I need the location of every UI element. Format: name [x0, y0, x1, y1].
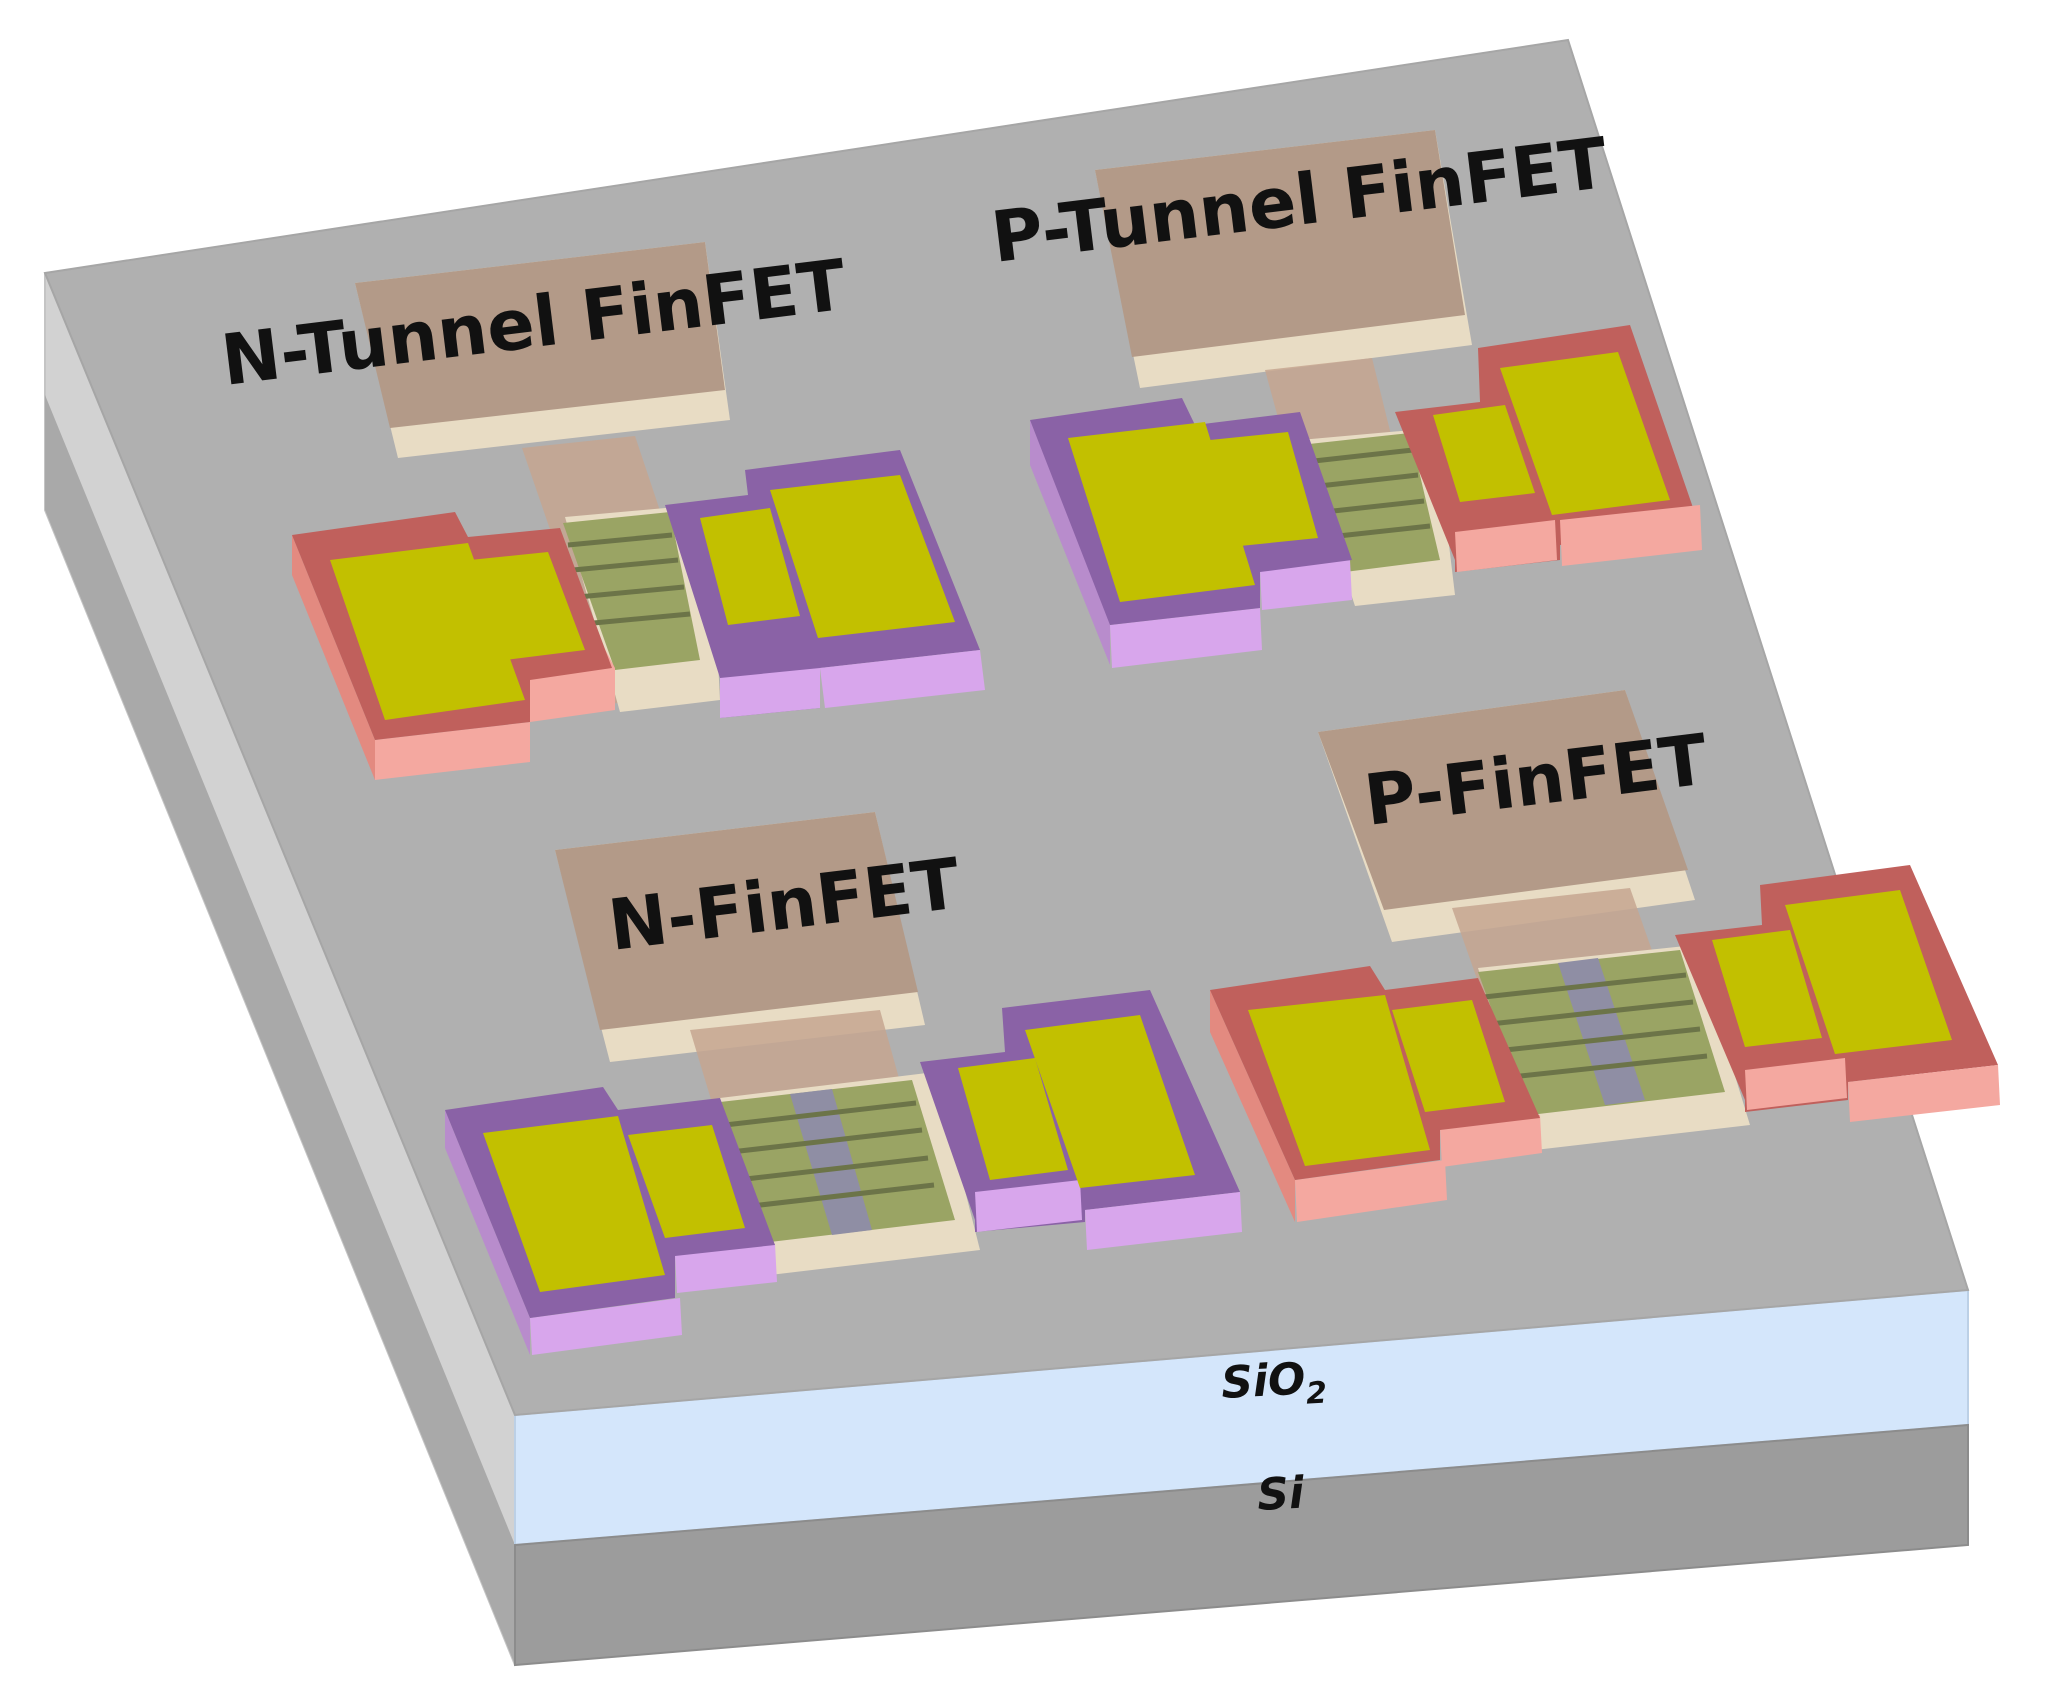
n-finfet-source-n-doped	[445, 1087, 777, 1355]
p-finfet-channel-pocket	[1558, 958, 1645, 1105]
n-finfet: N-FinFET	[445, 812, 1242, 1355]
wafer-left-face-lower	[45, 395, 515, 1665]
p-finfet-drain-p-doped	[1675, 865, 2000, 1122]
n-finfet-drain-n-doped	[920, 990, 1242, 1250]
p-finfet-fins	[1478, 950, 1725, 1115]
n-finfet-fins	[720, 1080, 955, 1242]
substrate-layer-label: Si	[1256, 1468, 1306, 1521]
p-tunnel-drain-p-doped	[1395, 325, 1702, 572]
n-tunnel-fins	[563, 512, 700, 670]
p-tunnel-source-n-doped	[1030, 398, 1352, 668]
oxide-layer-label: SiO2	[1220, 1353, 1328, 1416]
n-finfet-channel-pocket	[790, 1089, 872, 1235]
p-finfet: P-FinFET	[1210, 690, 2000, 1222]
p-finfet-source-p-doped	[1210, 966, 1542, 1222]
substrate-layer	[514, 1423, 1969, 1667]
n-tunnel-drain-n-doped	[665, 450, 985, 718]
n-tunnel-source-p-doped	[292, 512, 615, 780]
